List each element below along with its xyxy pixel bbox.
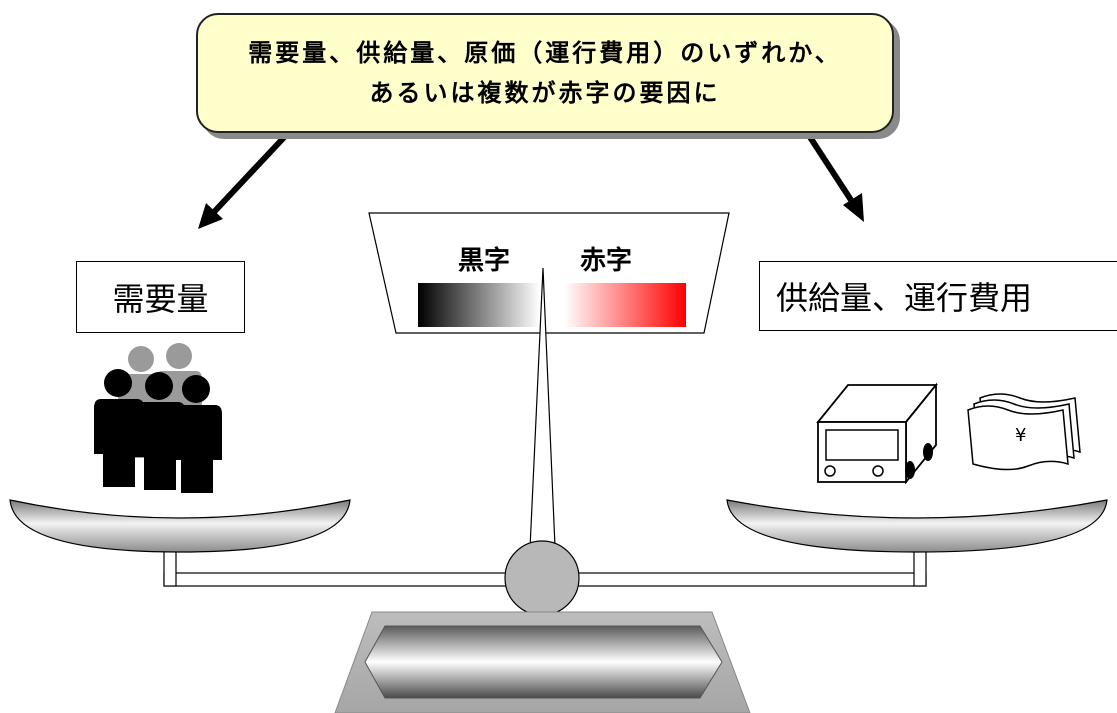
supply-cost-label-box: 供給量、運行費用 — [759, 261, 1117, 331]
people-icon — [94, 343, 222, 493]
callout-line-1: 需要量、供給量、原価（運行費用）のいずれか、 — [248, 39, 842, 67]
demand-label: 需要量 — [112, 280, 209, 318]
deficit-label: 赤字 — [580, 246, 633, 276]
left-arrow — [198, 128, 293, 229]
callout-box: 需要量、供給量、原価（運行費用）のいずれか、 あるいは複数が赤字の要因に — [196, 13, 894, 133]
black-gradient-bar — [418, 283, 540, 327]
yen-symbol: ¥ — [1015, 425, 1027, 446]
left-pan — [9, 499, 351, 553]
meter — [368, 212, 730, 334]
right-pan — [726, 499, 1108, 553]
scale-base — [334, 611, 751, 713]
bus-icon — [816, 382, 938, 485]
surplus-label: 黒字 — [458, 246, 511, 276]
red-gradient-bar — [564, 283, 686, 327]
callout-line-2: あるいは複数が赤字の要因に — [369, 79, 721, 107]
demand-label-box: 需要量 — [76, 261, 245, 333]
right-arrow — [803, 129, 864, 222]
supply-cost-label: 供給量、運行費用 — [776, 279, 1033, 317]
pivot — [504, 540, 580, 616]
banknote-icon — [967, 393, 1081, 471]
